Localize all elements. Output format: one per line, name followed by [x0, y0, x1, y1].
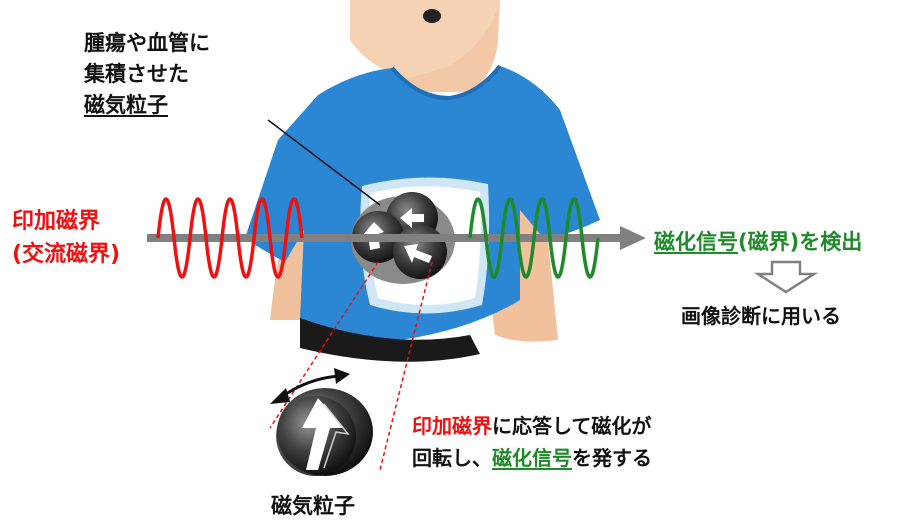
rotation-arrowhead-left [270, 388, 290, 404]
shirt-collar [390, 64, 502, 101]
zoom-line [269, 261, 379, 429]
label-line: 回転し、磁化信号を発する [412, 442, 652, 474]
applied-field-label: 印加磁界 (交流磁界) [12, 205, 120, 271]
response-text: に応答して磁化が [492, 414, 652, 438]
belt [300, 318, 480, 362]
applied-field-wave [156, 197, 304, 279]
enlarged-particle [276, 388, 373, 476]
response-text: 回転し、 [412, 446, 492, 470]
pointer-line [267, 119, 381, 206]
accumulated-particles-label: 腫瘍や血管に 集積させた 磁気粒子 [84, 28, 210, 121]
rotation-arrowhead-right [334, 368, 350, 384]
label-line: 印加磁界 [12, 209, 101, 234]
label-line: 腫瘍や血管に [84, 31, 210, 55]
label-line: 磁気粒子 [84, 93, 168, 117]
label-line: (交流磁界) [12, 242, 121, 267]
zoom-line [379, 261, 433, 471]
response-description: 印加磁界に応答して磁化が 回転し、磁化信号を発する [412, 410, 652, 474]
signal-term: 磁化信号 [654, 230, 738, 254]
signal-term: 磁化信号 [492, 446, 572, 470]
signal-wave [468, 197, 600, 279]
applied-field-term: 印加磁界 [412, 414, 492, 438]
ear-dark [423, 9, 441, 23]
down-arrow-icon [753, 260, 819, 294]
magnetic-particle-label: 磁気粒子 [271, 494, 355, 518]
face [350, 0, 500, 78]
field-axis-arrowhead [620, 226, 646, 250]
diagnosis-label: 画像診断に用いる [681, 304, 841, 328]
magnetization-arrows [362, 208, 432, 263]
detect-signal-label: 磁化信号(磁界)を検出 [654, 226, 862, 256]
detect-text: (磁界)を検出 [738, 230, 863, 254]
label-line: 集積させた [84, 62, 189, 86]
label-line: 印加磁界に応答して磁化が [412, 410, 652, 442]
response-text: を発する [572, 446, 652, 470]
